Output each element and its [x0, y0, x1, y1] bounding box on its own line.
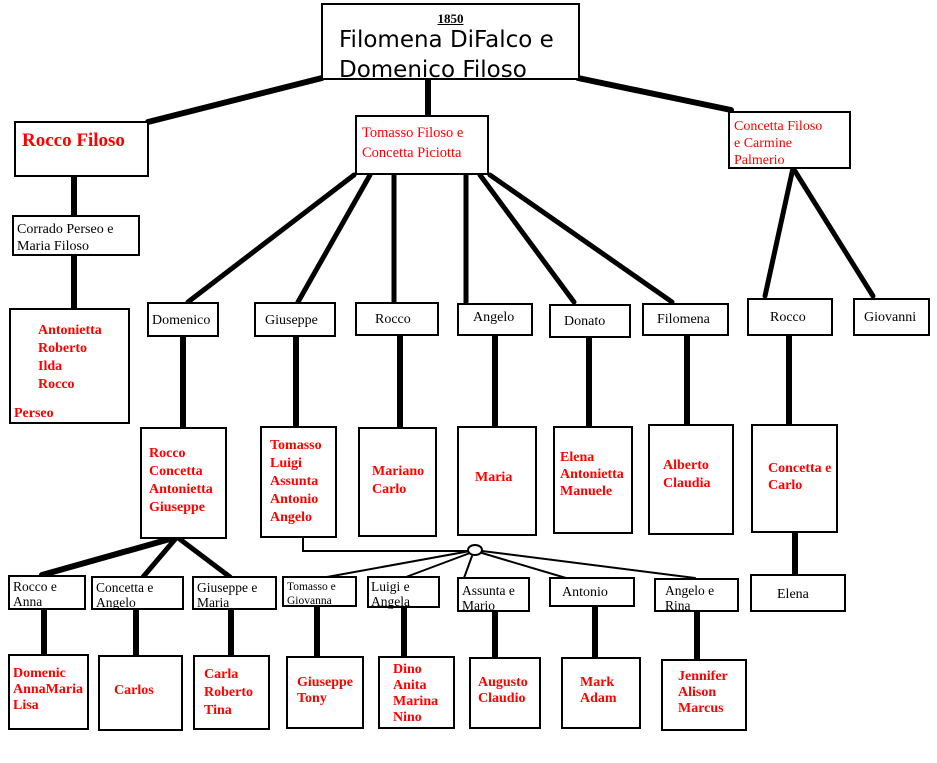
person-name: Filomena: [657, 312, 710, 327]
children-names: Alberto Claudia: [663, 458, 711, 491]
couple-names: Concetta Filoso e Carmine Palmerio: [734, 119, 823, 168]
children-box-filomena: Alberto Claudia: [648, 424, 734, 535]
connector: [302, 536, 469, 552]
children-names: Carla Roberto Tina: [204, 667, 253, 718]
couple-names: Tomasso e Giovanna: [287, 581, 336, 607]
couple-names: Luigi e Angela: [371, 579, 410, 609]
person-box-rocco-filoso: Rocco Filoso: [14, 121, 149, 177]
couple-box-angelo-rina: Angelo e Rina: [654, 578, 739, 613]
children-names: Augusto Claudio: [478, 675, 528, 706]
connector: [575, 75, 734, 113]
connector: [39, 534, 180, 578]
children-names: Mark Adam: [580, 675, 617, 706]
children-box-rocco: Mariano Carlo: [358, 427, 437, 537]
children-box-tomasso-giovanna: Giuseppe Tony: [286, 656, 364, 729]
children-names: Elena Antonietta Manuele: [560, 450, 624, 499]
connector: [326, 550, 471, 578]
root-names: Filomena DiFalco e Domenico Filoso: [339, 27, 554, 83]
person-box-elena: Elena: [750, 574, 846, 612]
person-name: Elena: [777, 587, 809, 602]
couple-names: Concetta e Angelo: [96, 580, 154, 610]
children-names: Carlos: [114, 683, 154, 698]
children-names: Concetta e Carlo: [768, 461, 832, 493]
person-name: Antonio: [562, 585, 608, 600]
person-name: Giuseppe: [265, 313, 318, 328]
root-year: 1850: [437, 11, 464, 26]
couple-names: Tomasso Filoso e Concetta Piciotta: [362, 125, 464, 161]
children-box-concetta-angelo: Carlos: [98, 655, 183, 731]
person-box-giuseppe: Giuseppe: [254, 302, 336, 337]
connector: [405, 552, 471, 578]
couple-names: Assunta e Mario: [462, 583, 515, 613]
children-names: Antonietta Roberto Ilda Rocco: [38, 323, 102, 392]
couple-names: Angelo e Rina: [665, 583, 715, 613]
children-names: Dino Anita Marina Nino: [393, 662, 439, 725]
connector: [481, 550, 696, 579]
connector: [295, 172, 373, 305]
person-box-giovanni: Giovanni: [853, 298, 930, 336]
couple-box-tomasso-giovanna: Tomasso e Giovanna: [282, 576, 357, 607]
children-box-angelo-rina: Jennifer Alison Marcus: [661, 659, 747, 731]
person-name: Angelo: [473, 310, 515, 325]
connector: [487, 172, 675, 305]
person-name: Rocco: [375, 312, 411, 327]
person-box-rocco-palmerio: Rocco: [747, 298, 833, 336]
couple-box-rocco-anna: Rocco e Anna: [8, 575, 86, 610]
connector-hub: [467, 544, 483, 556]
person-name: Rocco Filoso: [22, 130, 125, 151]
children-names: Maria: [475, 470, 513, 485]
person-name: Giovanni: [864, 310, 917, 325]
children-names: Rocco Concetta Antonietta Giuseppe: [149, 446, 213, 515]
children-box-rocco-palmerio: Concetta e Carlo: [751, 424, 838, 533]
couple-box-concetta-angelo: Concetta e Angelo: [91, 576, 184, 610]
children-box-assunta-mario: Augusto Claudio: [469, 657, 541, 729]
person-box-domenico: Domenico: [147, 302, 219, 337]
connector: [174, 534, 233, 580]
connector: [481, 552, 567, 579]
person-box-rocco: Rocco: [355, 302, 439, 336]
couple-box-tomasso-concetta: Tomasso Filoso e Concetta Piciotta: [355, 115, 489, 175]
couple-box-corrado-maria: Corrado Perseo e Maria Filoso: [12, 215, 140, 256]
connector: [185, 172, 357, 305]
person-name: Rocco: [770, 310, 806, 325]
children-names: Mariano Carlo: [372, 464, 425, 497]
children-box-luigi-angela: Dino Anita Marina Nino: [378, 656, 455, 729]
children-names: Giuseppe Tony: [297, 675, 354, 706]
children-box-giuseppe: Tomasso Luigi Assunta Antonio Angelo: [260, 426, 337, 538]
couple-box-assunta-mario: Assunta e Mario: [457, 577, 530, 613]
connector: [463, 555, 473, 579]
person-name: Donato: [564, 314, 606, 329]
couple-names: Giuseppe e Maria: [197, 580, 258, 610]
children-box-antonio: Mark Adam: [561, 657, 641, 729]
children-box-rocco-anna: Domenic AnnaMaria Lisa: [8, 654, 89, 730]
family-surname: Perseo: [14, 406, 54, 421]
children-box-perseo: Antonietta Roberto Ilda Rocco Perseo: [9, 308, 130, 424]
couple-box-giuseppe-maria: Giuseppe e Maria: [192, 576, 277, 610]
person-box-antonio: Antonio: [549, 577, 635, 607]
couple-names: Rocco e Anna: [13, 579, 57, 609]
person-box-filomena: Filomena: [642, 303, 729, 336]
person-box-angelo: Angelo: [457, 303, 533, 336]
children-box-giuseppe-maria: Carla Roberto Tina: [193, 655, 270, 730]
couple-names: Corrado Perseo e Maria Filoso: [17, 222, 114, 254]
children-box-angelo: Maria: [457, 426, 537, 536]
children-names: Tomasso Luigi Assunta Antonio Angelo: [270, 438, 322, 525]
children-box-domenico: Rocco Concetta Antonietta Giuseppe: [140, 427, 227, 539]
person-name: Domenico: [152, 313, 211, 328]
connector: [477, 172, 577, 305]
connector: [790, 165, 876, 299]
connector: [762, 165, 796, 299]
connector: [145, 75, 325, 125]
children-names: Jennifer Alison Marcus: [678, 669, 728, 716]
children-box-donato: Elena Antonietta Manuele: [553, 426, 633, 534]
person-box-donato: Donato: [549, 304, 631, 338]
connector: [140, 534, 180, 580]
couple-box-concetta-carmine: Concetta Filoso e Carmine Palmerio: [728, 111, 851, 169]
root-couple-box: 1850 Filomena DiFalco e Domenico Filoso: [321, 3, 580, 83]
couple-box-luigi-angela: Luigi e Angela: [367, 576, 440, 609]
children-names: Domenic AnnaMaria Lisa: [13, 666, 83, 713]
